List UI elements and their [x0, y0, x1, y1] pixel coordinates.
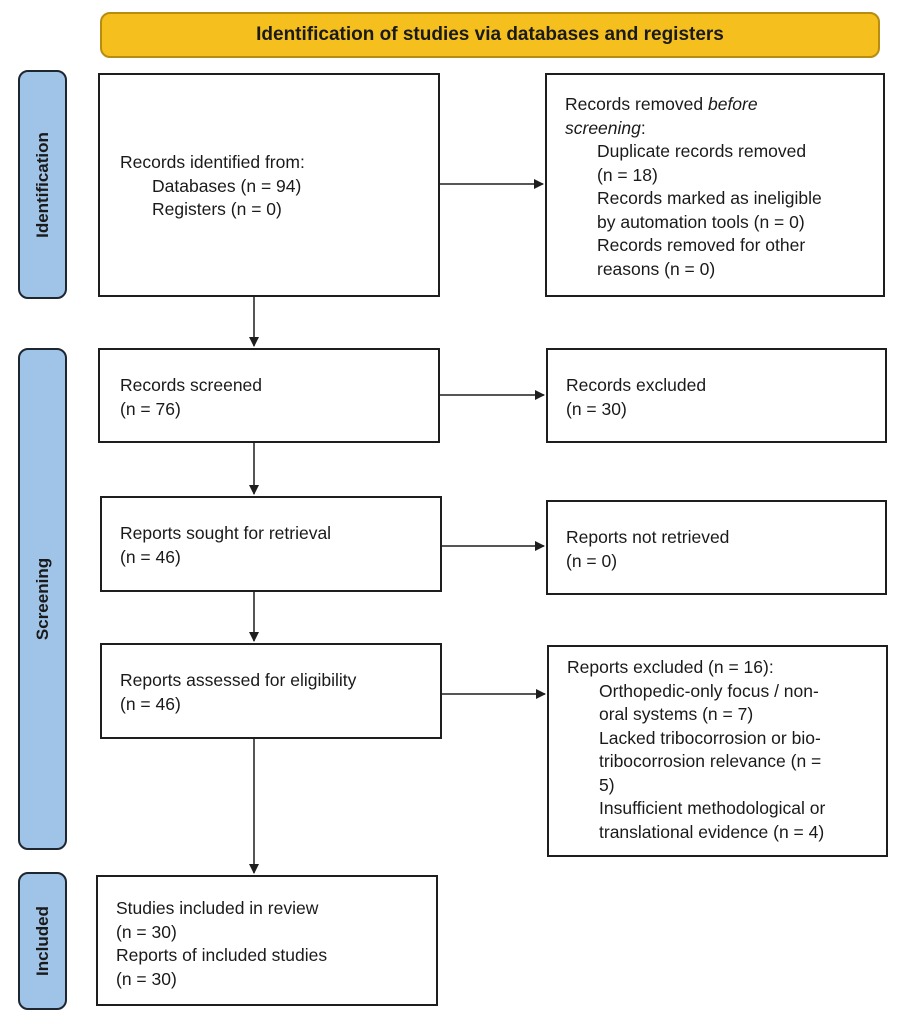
- section-identification: Identification: [18, 70, 67, 299]
- reason-orthopedic-line1: Orthopedic-only focus / non-: [599, 680, 819, 701]
- registers-count: Registers (n = 0): [152, 199, 282, 219]
- records-removed-title-cont: screening:: [565, 117, 646, 138]
- other-reasons-count: reasons (n = 0): [597, 258, 716, 279]
- reason-tribocorrosion-line3: 5): [599, 774, 615, 795]
- section-included: Included: [18, 872, 67, 1010]
- records-excluded-count: (n = 30): [566, 398, 627, 419]
- ineligible-line: Records marked as ineligible: [597, 188, 822, 208]
- records-excluded-box: Records excluded (n = 30): [546, 348, 887, 443]
- reports-included-count: (n = 30): [116, 968, 177, 989]
- reports-not-retrieved-box: Reports not retrieved (n = 0): [546, 500, 887, 595]
- reports-sought-box: Reports sought for retrieval (n = 46): [100, 496, 442, 592]
- other-reasons-line: Records removed for other: [597, 235, 806, 255]
- studies-included-count: (n = 30): [116, 921, 177, 942]
- records-excluded-title: Records excluded: [566, 375, 707, 395]
- reports-not-retrieved-title: Reports not retrieved: [566, 527, 730, 547]
- records-identified-title: Records identified from:: [120, 152, 305, 172]
- databases-count: Databases (n = 94): [152, 175, 302, 196]
- records-screened-box: Records screened (n = 76): [98, 348, 440, 443]
- reason-tribocorrosion-line1: Lacked tribocorrosion or bio-: [599, 727, 821, 748]
- records-removed-title: Records removed before: [565, 94, 758, 114]
- reason-orthopedic-line2: oral systems (n = 7): [599, 704, 754, 724]
- studies-included-box: Studies included in review (n = 30) Repo…: [96, 875, 438, 1006]
- reason-methodological-line2: translational evidence (n = 4): [599, 821, 825, 842]
- header-title: Identification of studies via databases …: [256, 24, 724, 45]
- reports-sought-title: Reports sought for retrieval: [120, 523, 332, 543]
- reports-assessed-title: Reports assessed for eligibility: [120, 670, 357, 690]
- reports-included-title: Reports of included studies: [116, 945, 328, 965]
- reports-not-retrieved-count: (n = 0): [566, 550, 618, 571]
- header-banner: Identification of studies via databases …: [100, 12, 880, 58]
- reports-excluded-box: Reports excluded (n = 16): Orthopedic-on…: [547, 645, 888, 857]
- section-screening: Screening: [18, 348, 67, 850]
- records-screened-count: (n = 76): [120, 398, 181, 419]
- reports-assessed-count: (n = 46): [120, 693, 181, 714]
- reason-methodological-line1: Insufficient methodological or: [599, 798, 826, 818]
- duplicates-count: (n = 18): [597, 164, 658, 185]
- records-identified-box: Records identified from: Databases (n = …: [98, 73, 440, 297]
- reason-tribocorrosion-line2: tribocorrosion relevance (n =: [599, 751, 822, 771]
- records-removed-box: Records removed before screening: Duplic…: [545, 73, 885, 297]
- duplicates-line: Duplicate records removed: [597, 141, 807, 161]
- studies-included-title: Studies included in review: [116, 898, 319, 918]
- records-screened-title: Records screened: [120, 375, 263, 395]
- reports-assessed-box: Reports assessed for eligibility (n = 46…: [100, 643, 442, 739]
- reports-sought-count: (n = 46): [120, 546, 181, 567]
- ineligible-count: by automation tools (n = 0): [597, 211, 805, 232]
- reports-excluded-title: Reports excluded (n = 16):: [567, 657, 774, 677]
